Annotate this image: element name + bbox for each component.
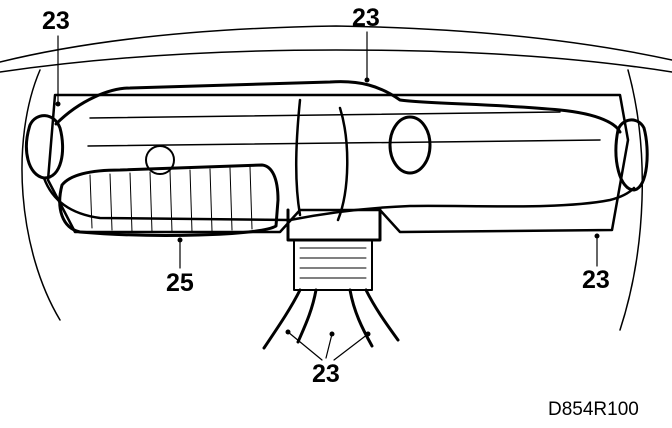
floor-branch-3 [348,288,374,348]
leader-23-bottom [287,331,369,361]
heater-box-ribs [89,166,253,233]
crossbeam-lower [87,139,601,147]
crossbeam-upper [89,111,561,119]
harness-center-drop-1 [294,98,302,217]
console-duct-body [293,239,373,291]
leader-dot-right [594,233,600,239]
center-vent [388,115,432,175]
main-harness-lower [42,176,636,222]
left-a-pillar [21,69,61,321]
right-a-pillar [619,69,643,331]
callout-23-right: 23 [582,266,610,294]
reference-code: D854R100 [548,399,639,420]
leader-dot-bottom-3 [365,331,371,337]
leader-dot-25 [177,237,183,243]
leader-dot-bottom-2 [329,331,335,337]
harness-center-drop-2 [336,106,349,222]
leader-dot-bottom-1 [285,329,291,335]
console-duct-top [286,208,382,242]
floor-branch-4 [364,288,400,342]
left-vent [25,114,65,180]
leader-dot-top-center [364,77,370,83]
callout-25-heater: 25 [166,269,194,297]
callout-23-top-center: 23 [352,4,380,32]
main-harness-upper [54,80,622,134]
heater-box [58,163,280,237]
leader-dot-top-left [55,101,61,107]
blower-motor [145,145,175,175]
right-vent [614,118,649,192]
console-duct-grille [299,247,367,279]
callout-23-top-left: 23 [42,7,70,35]
floor-branch-2 [296,288,318,344]
callout-23-bottom: 23 [312,360,340,388]
floor-branch-1 [262,288,302,350]
windshield-lower-contour [0,49,672,73]
windshield-upper-contour [0,25,672,63]
